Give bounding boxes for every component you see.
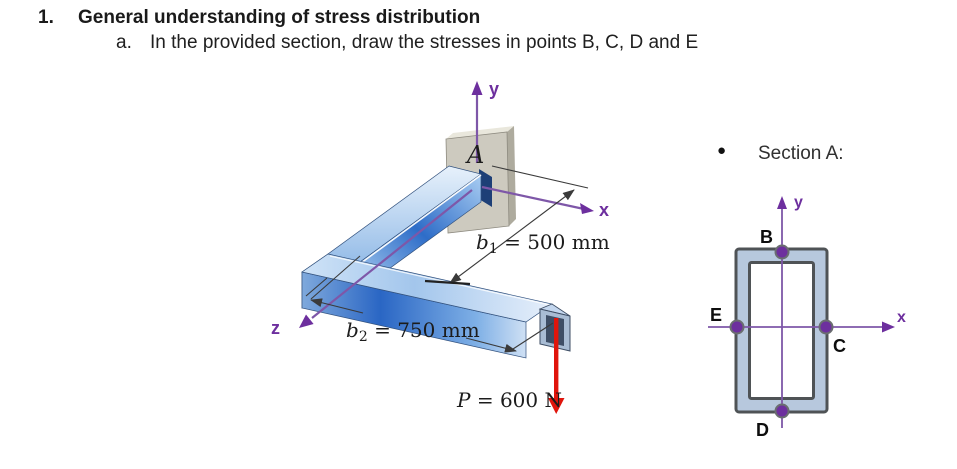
b1-dimension-label: b1 = 500 mm [476,230,610,257]
section-x-arrowhead-icon [882,321,895,333]
b2-extension-line-1 [310,255,361,300]
force-arrow-shaft [554,318,559,399]
beam-3d-figure: y A z [271,79,610,414]
b1-extension-line [491,165,589,189]
force-arrow [548,318,565,414]
point-a-label: A [465,141,484,169]
y-axis-label: y [489,79,499,99]
point-e-label: E [710,305,722,325]
section-y-arrowhead-icon [777,196,787,209]
point-e-dot [729,319,745,335]
section-a-title: Section A: [758,143,844,164]
z-axis-label: z [271,318,280,338]
point-c-dot [818,319,834,335]
bullet-icon: ● [717,142,727,159]
page-title: General understanding of stress distribu… [78,7,481,28]
section-y-axis-label: y [794,194,803,211]
beam2-top-face [301,253,553,323]
point-d-dot [774,403,790,419]
dimension-b2: b2 = 750 mm [305,255,554,353]
point-c-label: C [833,336,846,356]
b2-dimension-line-left [310,298,364,314]
heading-number: 1. [38,7,54,28]
z-axis-arrowhead-icon [299,314,314,328]
x-axis-arrowhead-icon [580,203,594,214]
b2-dimension-label: b2 = 750 mm [346,318,480,345]
b2-extension-line-2 [305,277,328,297]
list-item-text: In the provided section, draw the stress… [150,32,699,53]
force-label: P = 600 N [456,388,562,412]
beam2-edge-highlight [329,255,551,306]
point-b-label: B [760,227,773,247]
point-b-dot [774,244,790,260]
section-cut-mark [424,279,471,286]
x-axis-label: x [599,200,609,220]
wall-top-face [446,126,514,139]
y-axis-arrowhead-icon [471,81,483,95]
list-item-label: a. [116,32,132,53]
b1-dimension-line [449,189,575,284]
z-axis-line [311,189,473,319]
beam-segment-2 [301,253,571,359]
force-arrowhead-icon [548,398,565,414]
b2-dimension-line-right [465,337,517,353]
b2-extension-line-3 [512,322,554,350]
section-a-view: y x B E C D [708,194,906,440]
point-d-label: D [756,420,769,440]
section-x-axis-label: x [897,309,906,326]
dimension-b1: b1 = 500 mm [424,165,610,286]
